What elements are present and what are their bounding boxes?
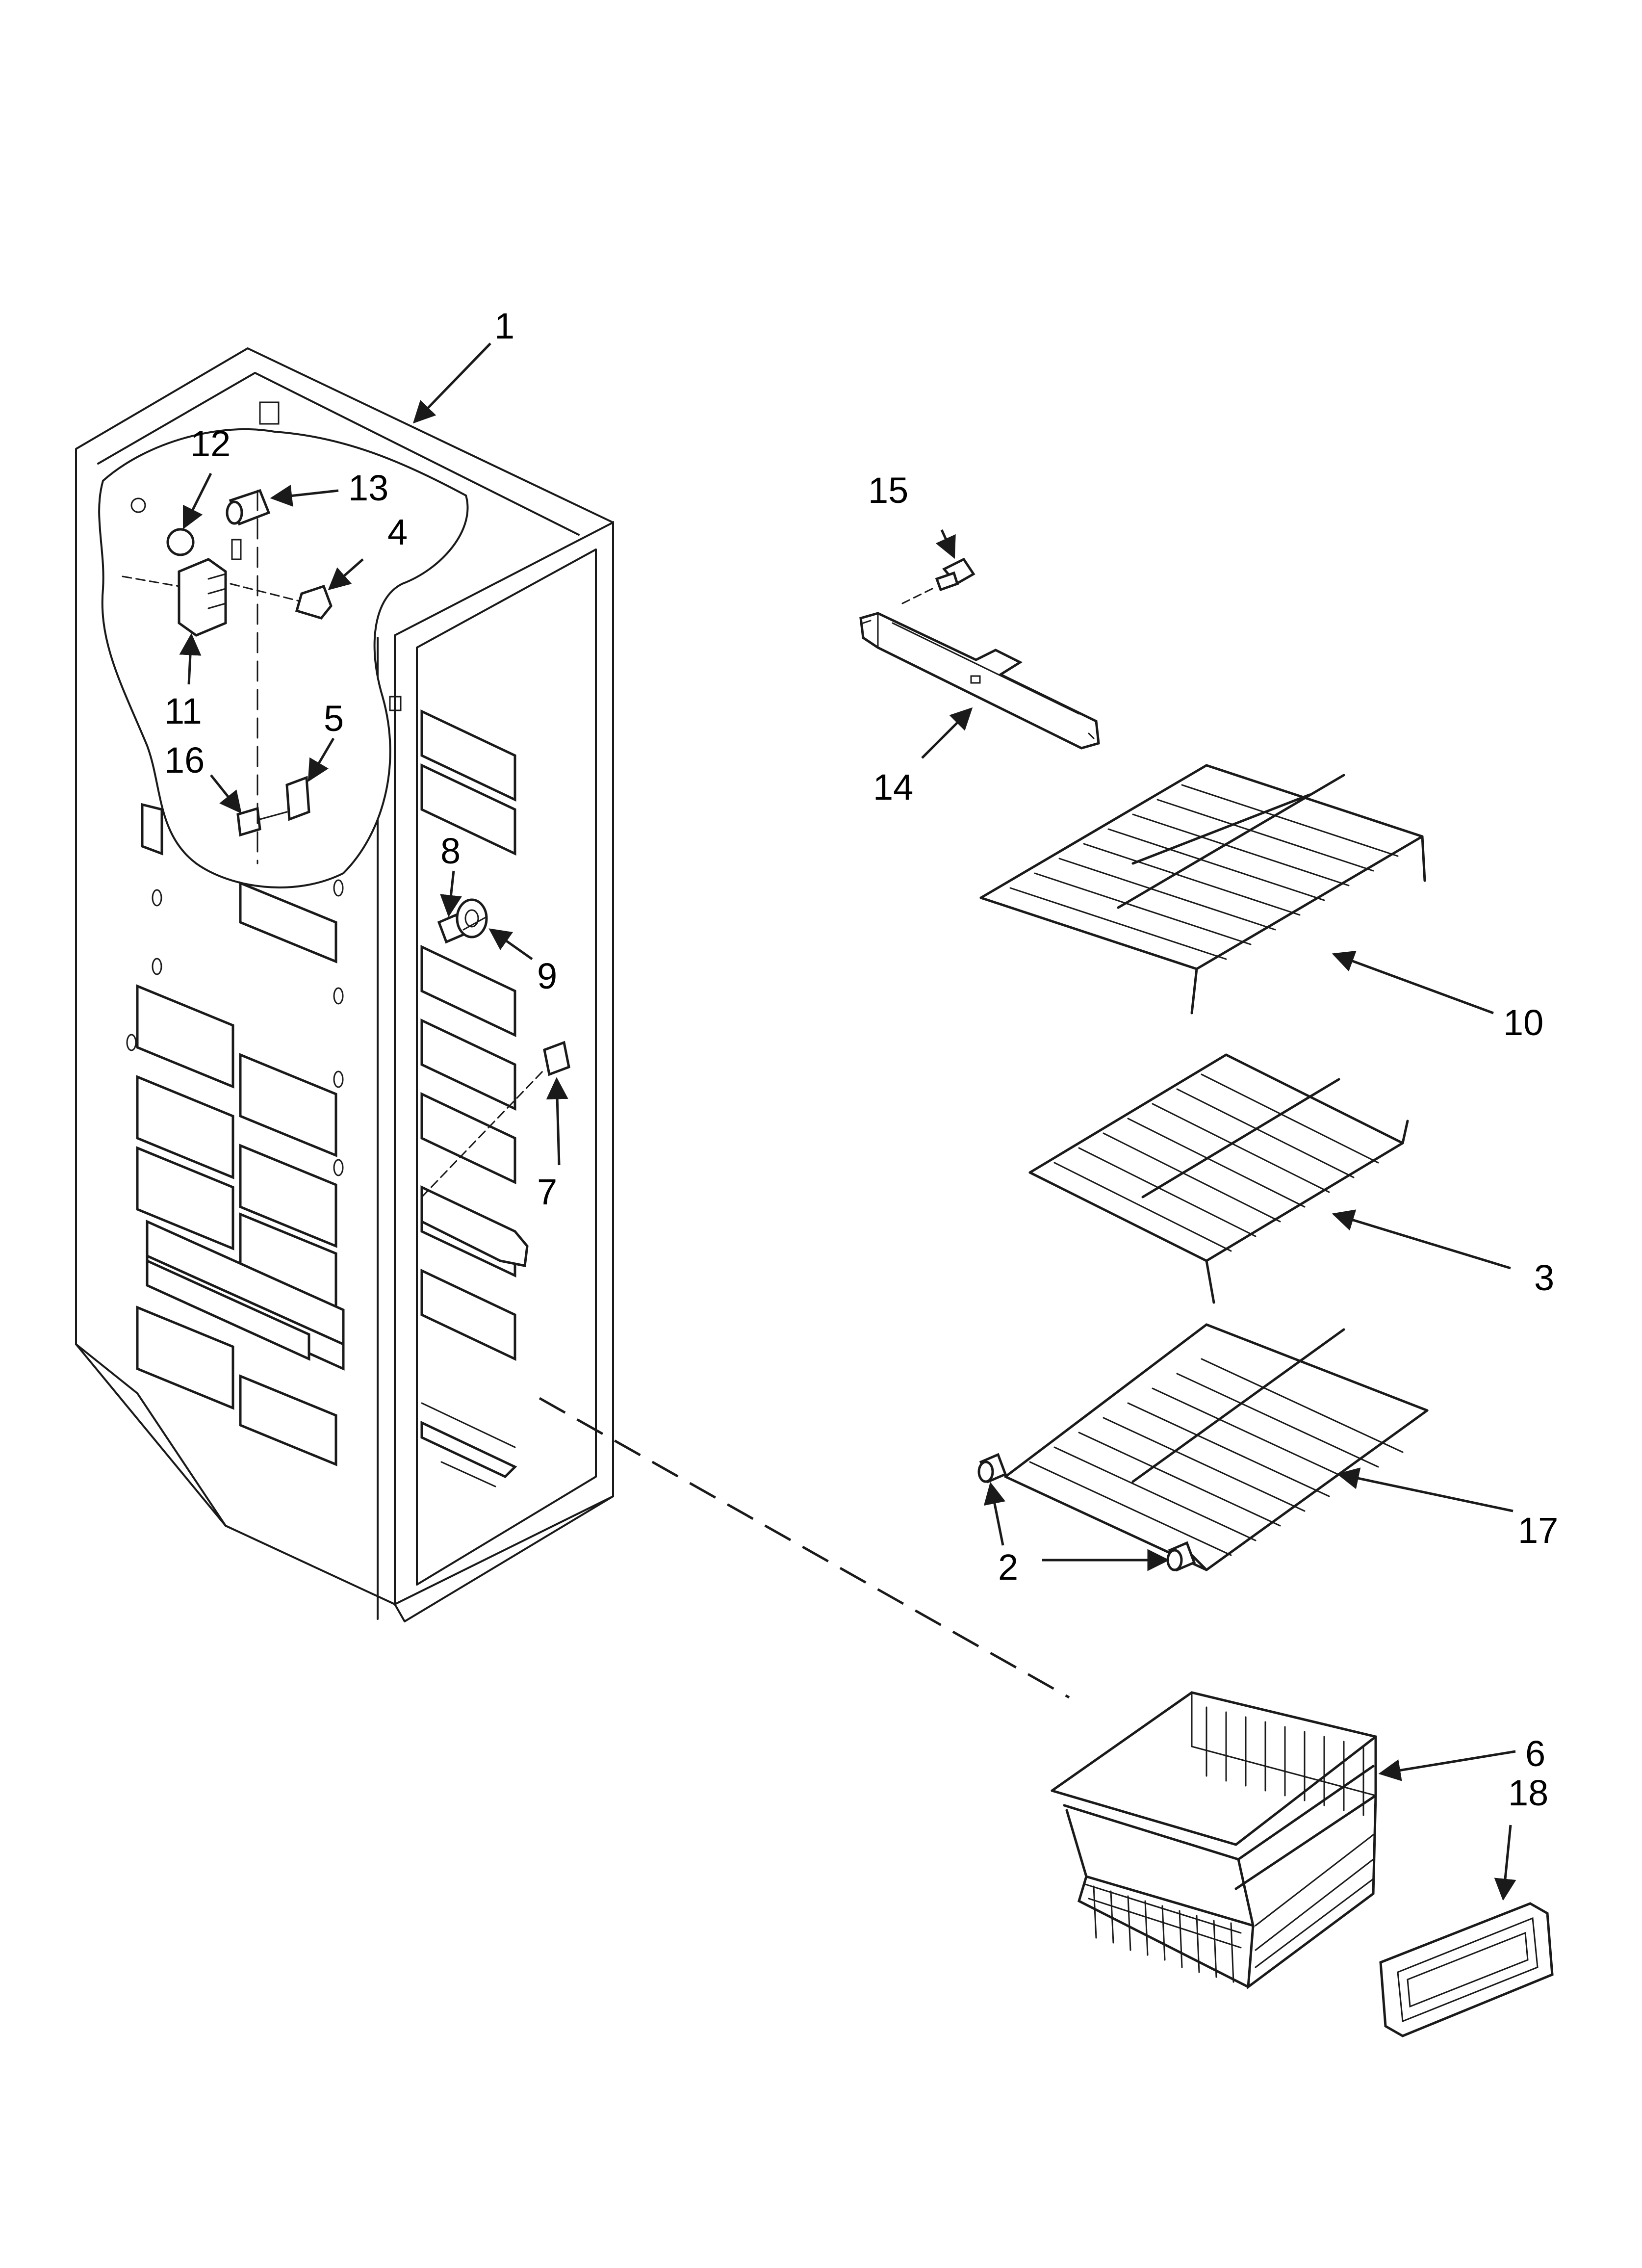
callout-1: 1 (494, 306, 514, 346)
callout-10: 10 (1503, 1002, 1543, 1043)
liner-side-panels (136, 803, 345, 1466)
wire-shelf-top (979, 764, 1426, 1015)
alignment-dashed-line (539, 1397, 1070, 1699)
callout-4: 4 (387, 512, 408, 552)
control-housing-part (178, 558, 227, 637)
liner-interior-floor-edge (421, 1402, 516, 1448)
liner-interior-floor-line (440, 1461, 496, 1487)
switch-part (295, 584, 333, 620)
callout-9: 9 (537, 956, 557, 996)
sensor-7-part (543, 1041, 570, 1076)
shelf-support-bracket (859, 612, 1100, 750)
mounting-screw (901, 557, 975, 604)
callout-16: 16 (164, 740, 205, 781)
callout-5: 5 (324, 698, 344, 739)
liner-front-inner-edge (416, 548, 597, 1586)
shelf-studs (977, 1453, 1196, 1572)
liner-shelf-rail (420, 1185, 529, 1267)
callout-12: 12 (190, 423, 231, 464)
light-bulb-part (166, 528, 195, 556)
liner-outer-shell (75, 347, 614, 1622)
wire-shelf-bottom (1004, 1323, 1429, 1571)
callout-17: 17 (1518, 1510, 1558, 1551)
callout-15: 15 (868, 470, 908, 511)
leader-lines (179, 342, 1516, 1901)
liner-bottom-edge (75, 1343, 227, 1527)
liner-side-holes (126, 879, 344, 1176)
basket-handle (1379, 1902, 1554, 2037)
spacer-9-part (456, 898, 488, 938)
liner-side-edge (97, 372, 580, 536)
callout-6: 6 (1525, 1733, 1545, 1774)
wire-basket (1051, 1691, 1377, 1990)
callout-8: 8 (440, 831, 461, 871)
callout-11: 11 (164, 691, 202, 731)
screw-part (236, 807, 261, 837)
callout-3: 3 (1534, 1257, 1554, 1298)
cutaway-components (122, 401, 402, 864)
callout-14: 14 (873, 767, 913, 808)
freezer-liner (75, 347, 614, 1622)
cabinet-components (421, 898, 570, 1198)
callout-numbers: 1 2 3 4 5 6 7 8 9 10 11 12 13 14 15 16 1… (164, 306, 1558, 1813)
wire-shelf-middle (1028, 1053, 1409, 1304)
bracket-part (285, 776, 310, 821)
callout-18: 18 (1508, 1773, 1548, 1813)
callout-7: 7 (537, 1172, 557, 1212)
callout-2: 2 (998, 1547, 1018, 1588)
callout-13: 13 (348, 468, 388, 508)
